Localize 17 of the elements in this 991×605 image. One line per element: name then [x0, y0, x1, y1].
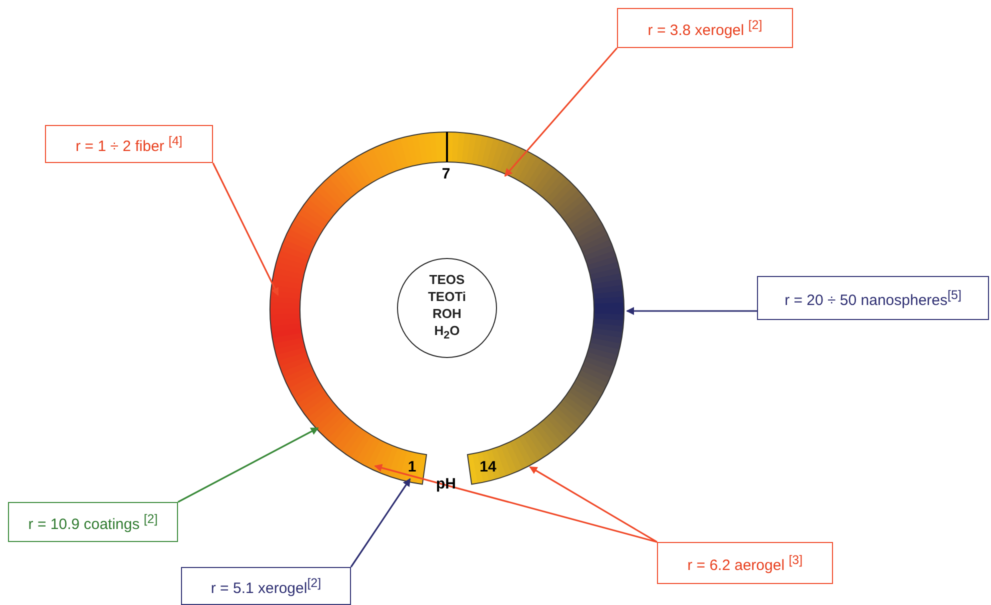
leader-arrow [212, 162, 279, 296]
annotation-box: r = 10.9 coatings $^{[2]}$ [8, 502, 178, 542]
annotation-box: r = 1 ÷ 2 fiber $^{[4]}$ [45, 125, 213, 163]
leader-arrow [350, 478, 411, 568]
reactant-list: TEOS TEOTi ROH H$_{2}$O [428, 271, 466, 345]
annotation-box: r = 5.1 xerogel$^{[2]}$ [181, 567, 351, 605]
leader-arrow [374, 464, 658, 543]
annotation-box: r = 20 ÷ 50 nanospheres$^{[5]}$ [757, 276, 989, 320]
leader-arrow [626, 307, 757, 315]
scale-number: 14 [480, 458, 496, 476]
scale-number: 1 [408, 458, 416, 476]
leader-arrow [529, 466, 658, 543]
annotation-box: r = 3.8 xerogel $^{[2]}$ [617, 8, 793, 48]
leader-arrow [504, 47, 618, 177]
leader-arrow [178, 427, 319, 503]
annotation-box: r = 6.2 aerogel $^{[3]}$ [657, 542, 833, 584]
scale-number: 7 [442, 166, 450, 182]
